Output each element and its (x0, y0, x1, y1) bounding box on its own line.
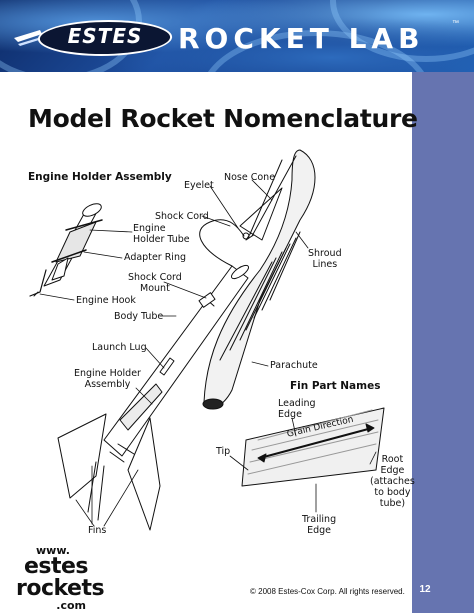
label-shroud-lines: Shroud Lines (308, 248, 342, 270)
label-engine-holder-tube: Engine Holder Tube (133, 223, 190, 245)
header-banner: ESTES ROCKET LAB ™ (0, 0, 474, 72)
engine-holder-assembly-drawing (29, 203, 103, 297)
page-number: 12 (419, 584, 431, 595)
label-trailing-edge: Trailing Edge (302, 514, 336, 536)
label-shroud-lines-line-2: Lines (312, 259, 338, 270)
trademark-mark: ™ (452, 20, 459, 27)
logo-com: .com (56, 599, 86, 612)
fin-part-drawing (241, 407, 385, 487)
parachute-drawing (202, 149, 316, 410)
label-leading-edge: Leading Edge (278, 398, 316, 420)
estes-rockets-logo: www. estes rockets .com (16, 544, 105, 612)
logo-text: ESTES (67, 24, 143, 48)
label-tip: Tip (216, 446, 231, 457)
label-engine-holder-assembly-line-2: Assembly (84, 379, 131, 390)
label-engine-holder-tube-line-1: Engine (133, 223, 166, 234)
fins-drawing (57, 413, 161, 531)
estes-brand-logo: ESTES (14, 20, 176, 56)
label-launch-lug: Launch Lug (92, 342, 147, 353)
label-engine-holder-tube-line-2: Holder Tube (133, 234, 190, 245)
label-root-edge-line-5: tube) (379, 498, 406, 509)
leader-lines (39, 179, 377, 527)
label-shock-cord-mount: Shock Cord Mount (128, 272, 182, 294)
logo-www: www. (36, 544, 70, 557)
label-shock-cord: Shock Cord (155, 211, 209, 222)
label-fins: Fins (88, 525, 107, 536)
label-root-edge: Root Edge (attaches to body tube) (370, 454, 415, 509)
label-trailing-edge-line-1: Trailing (302, 514, 337, 525)
label-shock-cord-mount-line-1: Shock Cord (128, 272, 182, 283)
nose-cone-drawing (239, 187, 283, 241)
label-root-edge-line-4: to body (374, 487, 411, 498)
label-engine-holder-assembly-line-1: Engine Holder (74, 368, 141, 379)
body-tube-drawing (103, 264, 250, 463)
label-body-tube: Body Tube (114, 311, 164, 322)
label-root-edge-line-3: (attaches (370, 476, 415, 487)
right-sidebar (412, 72, 474, 613)
logo-rockets: rockets (16, 576, 105, 601)
label-parachute: Parachute (270, 360, 318, 371)
label-shock-cord-mount-line-2: Mount (140, 283, 170, 294)
page-title: Model Rocket Nomenclature (28, 104, 418, 133)
label-root-edge-line-2: Edge (380, 465, 405, 476)
label-shroud-lines-line-1: Shroud (308, 248, 342, 259)
banner-title: ROCKET LAB (178, 22, 425, 55)
copyright-text: © 2008 Estes-Cox Corp. All rights reserv… (250, 587, 405, 596)
label-trailing-edge-line-2: Edge (307, 525, 332, 536)
label-leading-edge-line-1: Leading (278, 398, 316, 409)
shock-cord-drawing (199, 219, 245, 267)
section-engine-holder-assembly: Engine Holder Assembly (28, 171, 172, 183)
label-engine-holder-assembly: Engine Holder Assembly (74, 368, 141, 390)
label-engine-hook: Engine Hook (76, 295, 136, 306)
label-leading-edge-line-2: Edge (278, 409, 302, 420)
label-adapter-ring: Adapter Ring (124, 252, 187, 263)
logo-estes: estes (23, 554, 89, 579)
label-eyelet: Eyelet (184, 180, 214, 191)
label-root-edge-line-1: Root (381, 454, 404, 465)
label-nose-cone: Nose Cone (224, 172, 276, 183)
rocket-swoosh-icon (14, 30, 42, 46)
section-fin-part-names: Fin Part Names (290, 380, 381, 392)
